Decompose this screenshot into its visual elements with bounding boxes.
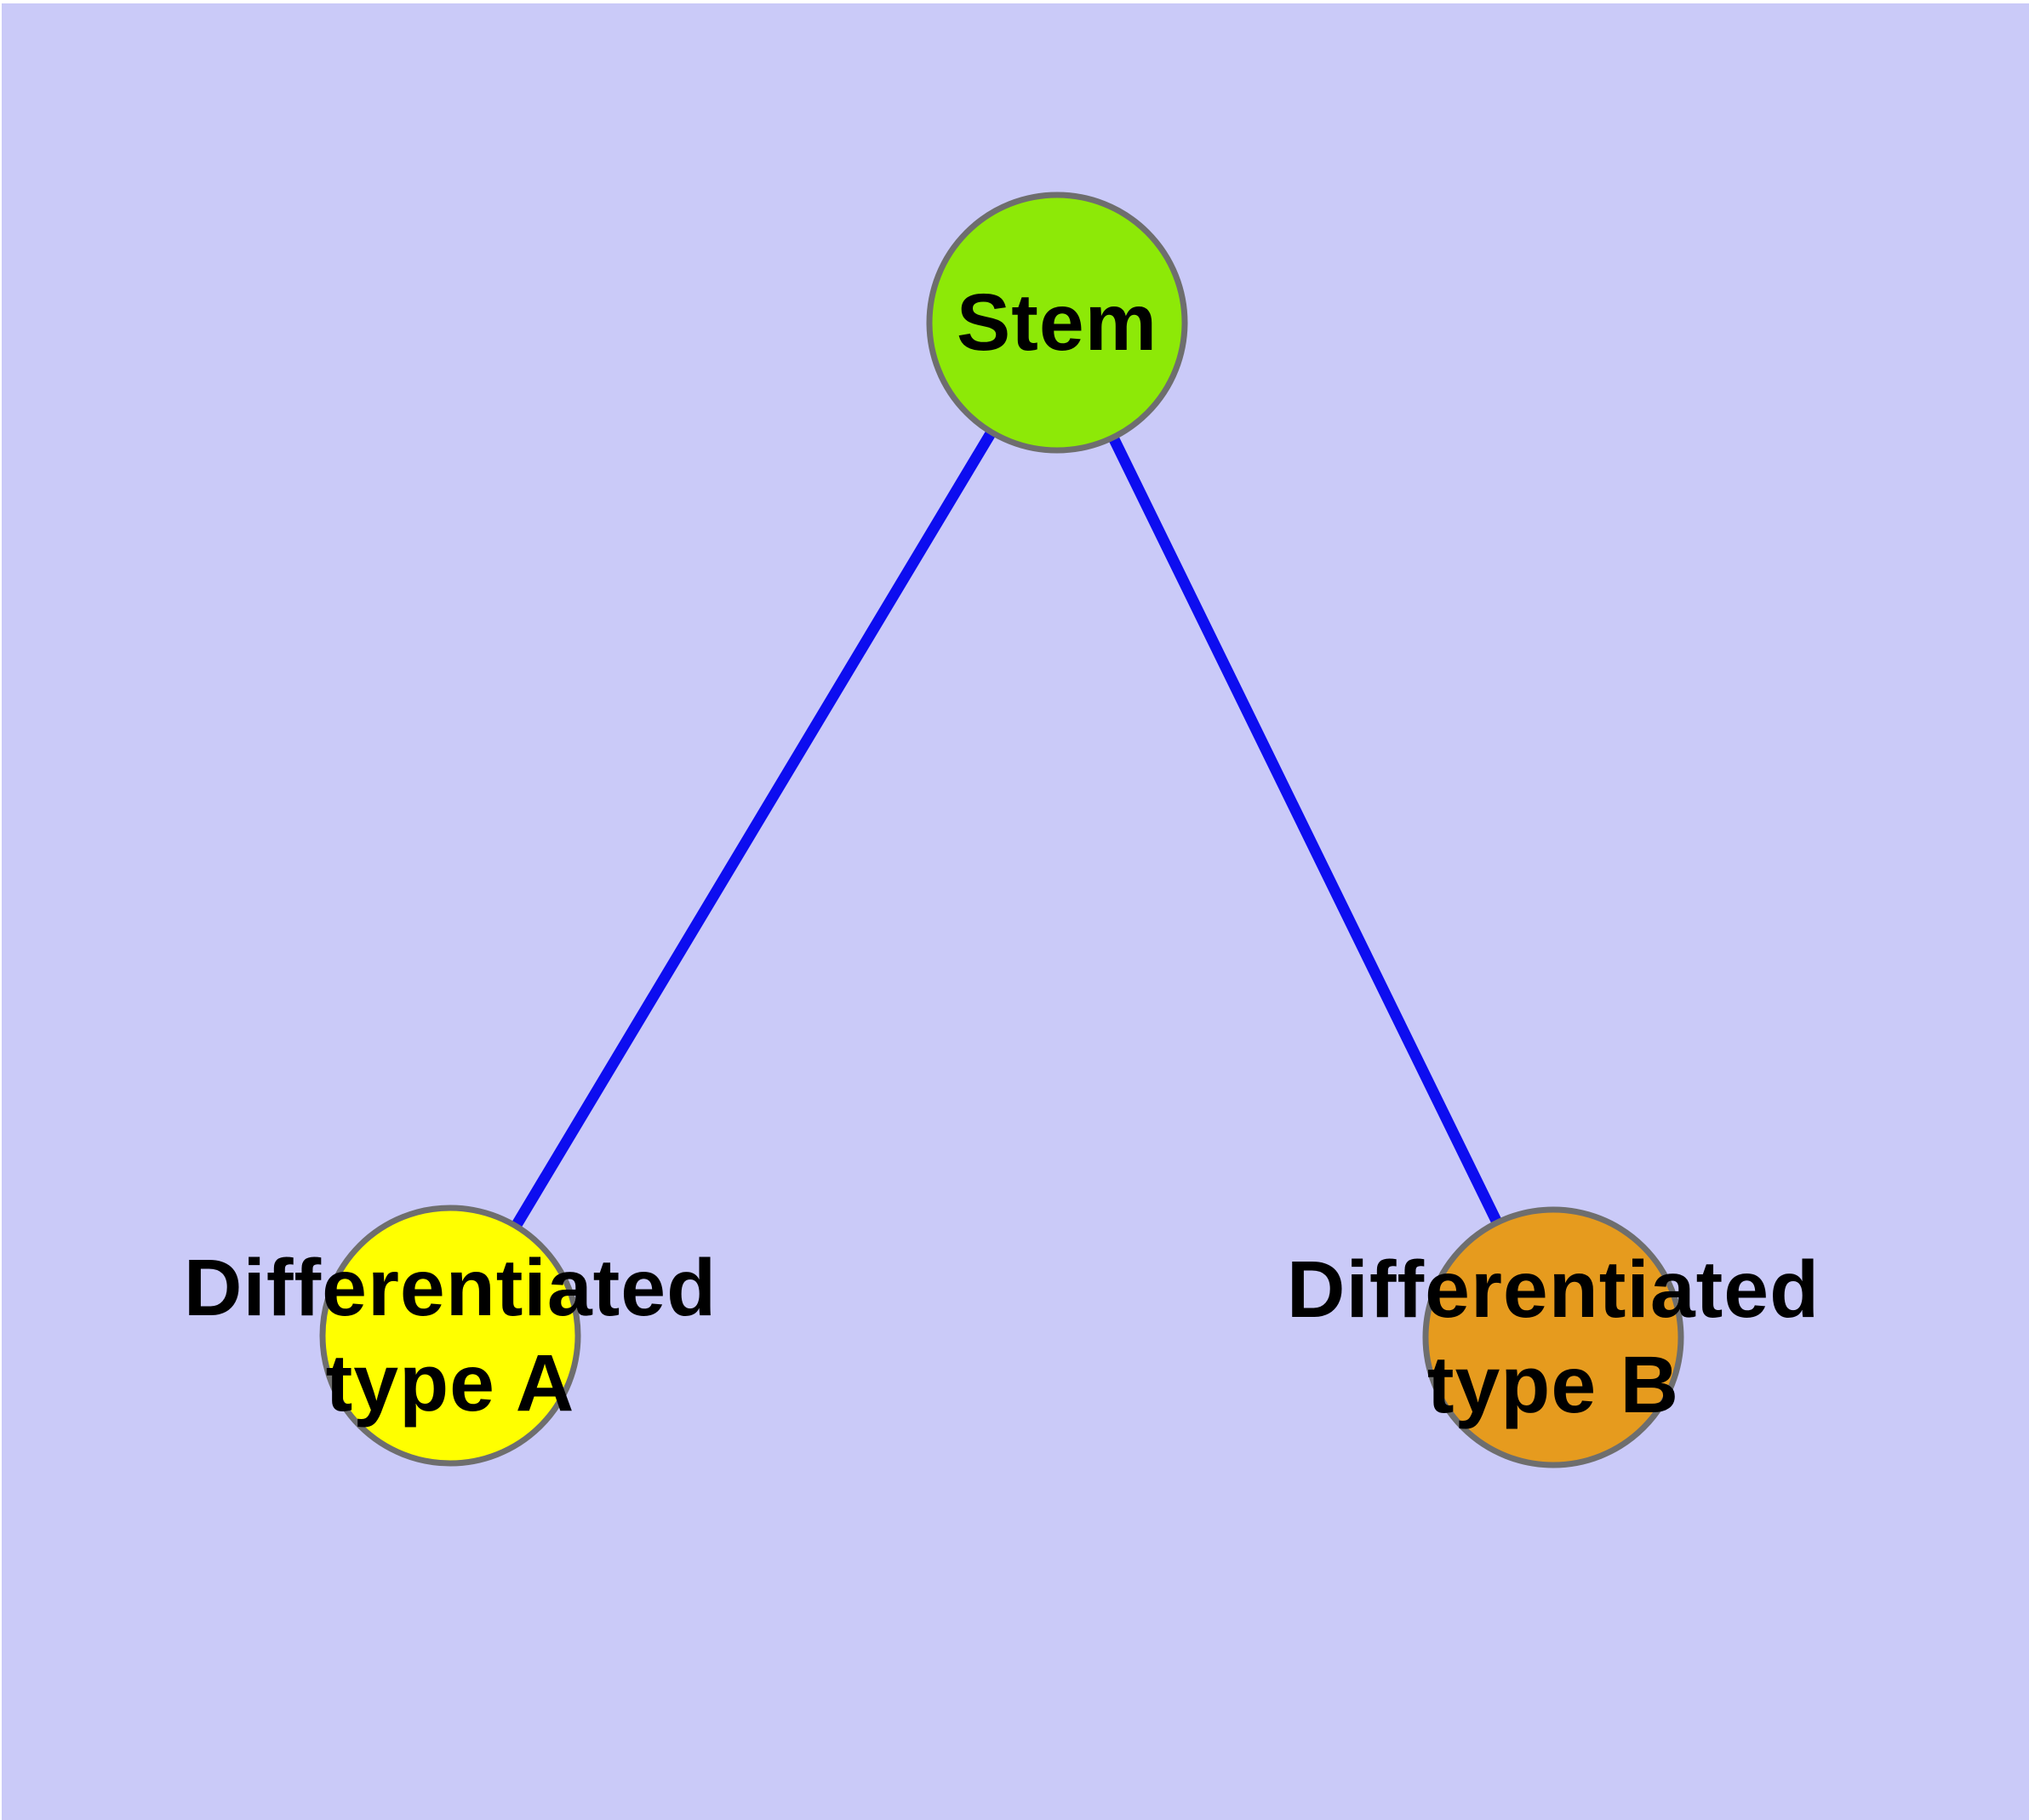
node-label-type-a: Differentiated type A: [184, 1240, 717, 1431]
node-type-a-circle: [319, 1205, 581, 1467]
graph-scene: [319, 192, 1684, 1468]
node-label-type-a-line1: Differentiated: [183, 1243, 717, 1333]
diagram-canvas: Stem Differentiated type A Differentiate…: [2, 3, 2029, 1820]
node-stem-circle: [926, 192, 1188, 454]
node-label-type-b-line2: type B: [1426, 1340, 1680, 1430]
edge-stem-to-type-a: [445, 319, 1062, 1339]
node-type-b-circle: [1422, 1206, 1684, 1468]
edge-stem-to-type-b: [1052, 320, 1558, 1340]
node-label-type-b: Differentiated type B: [1287, 1242, 1820, 1433]
node-label-stem: Stem: [957, 275, 1157, 370]
node-label-stem-line1: Stem: [956, 278, 1158, 368]
node-label-type-a-line2: type A: [325, 1338, 575, 1428]
node-label-type-b-line1: Differentiated: [1286, 1245, 1820, 1335]
